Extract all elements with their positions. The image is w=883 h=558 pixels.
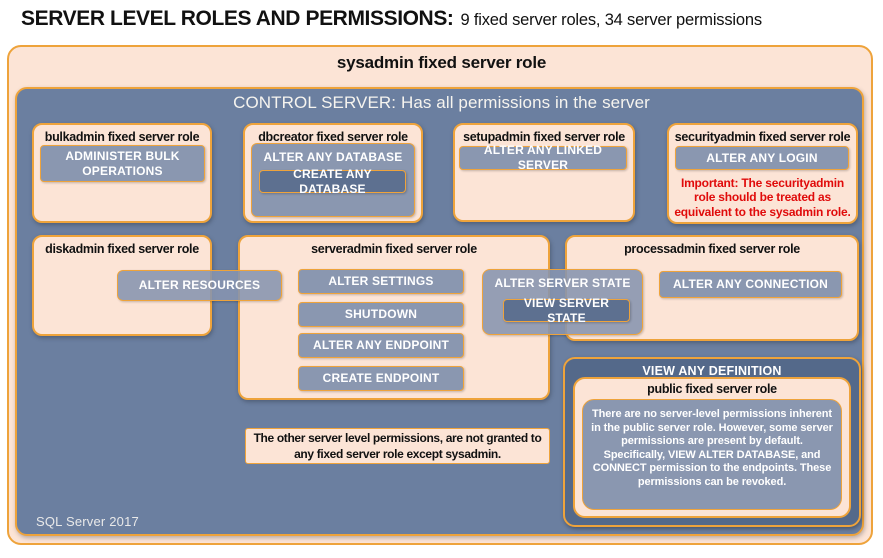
permission-alter-any-endpoint: ALTER ANY ENDPOINT <box>298 333 464 358</box>
bulkadmin-role-label: bulkadmin fixed server role <box>44 130 200 144</box>
sysadmin-role-label: sysadmin fixed server role <box>336 53 547 72</box>
permission-alter-any-linked-server: ALTER ANY LINKED SERVER <box>459 143 627 172</box>
securityadmin-role-label: securityadmin fixed server role <box>674 130 851 144</box>
setupadmin-role-box: setupadmin fixed server role <box>453 123 635 222</box>
sql-server-version-label: SQL Server 2017 <box>36 514 139 529</box>
public-role-note: There are no server-level permissions in… <box>582 399 842 510</box>
permission-alter-any-connection: ALTER ANY CONNECTION <box>659 271 842 298</box>
public-role-label: public fixed server role <box>647 382 777 396</box>
processadmin-role-label: processadmin fixed server role <box>624 242 800 256</box>
permission-alter-resources: ALTER RESOURCES <box>117 270 282 301</box>
view-any-definition-label: VIEW ANY DEFINITION <box>642 364 782 378</box>
dbcreator-role-label: dbcreator fixed server role <box>258 130 408 144</box>
page-title-subheading: 9 fixed server roles, 34 server permissi… <box>460 11 763 29</box>
permission-administer-bulk-operations: ADMINISTER BULK OPERATIONS <box>40 145 205 182</box>
diskadmin-role-label: diskadmin fixed server role <box>45 242 199 256</box>
securityadmin-role-box: securityadmin fixed server role <box>667 123 858 224</box>
permission-create-any-database: CREATE ANY DATABASE <box>259 167 406 196</box>
control-server-heading: CONTROL SERVER: Has all permissions in t… <box>233 93 650 112</box>
footnote-box: The other server level permissions, are … <box>245 428 550 464</box>
securityadmin-warning-note: Important: The securityadmin role should… <box>674 176 851 219</box>
permission-shutdown: SHUTDOWN <box>298 302 464 327</box>
permission-create-endpoint: CREATE ENDPOINT <box>298 366 464 391</box>
permission-alter-any-database-label: ALTER ANY DATABASE <box>263 150 403 164</box>
permission-alter-server-state: ALTER SERVER STATE VIEW SERVER STATE <box>482 269 643 335</box>
permission-alter-any-login: ALTER ANY LOGIN <box>675 146 849 170</box>
permission-view-server-state: VIEW SERVER STATE <box>503 296 630 325</box>
permission-alter-any-database: ALTER ANY DATABASE CREATE ANY DATABASE <box>251 143 415 217</box>
page-title: SERVER LEVEL ROLES AND PERMISSIONS: 9 fi… <box>21 7 762 31</box>
serveradmin-role-label: serveradmin fixed server role <box>311 242 477 256</box>
page-title-heading: SERVER LEVEL ROLES AND PERMISSIONS: <box>21 7 454 30</box>
setupadmin-role-label: setupadmin fixed server role <box>463 130 625 144</box>
permission-alter-settings: ALTER SETTINGS <box>298 269 464 294</box>
diskadmin-role-box: diskadmin fixed server role <box>32 235 212 336</box>
permission-alter-server-state-label: ALTER SERVER STATE <box>494 276 631 290</box>
